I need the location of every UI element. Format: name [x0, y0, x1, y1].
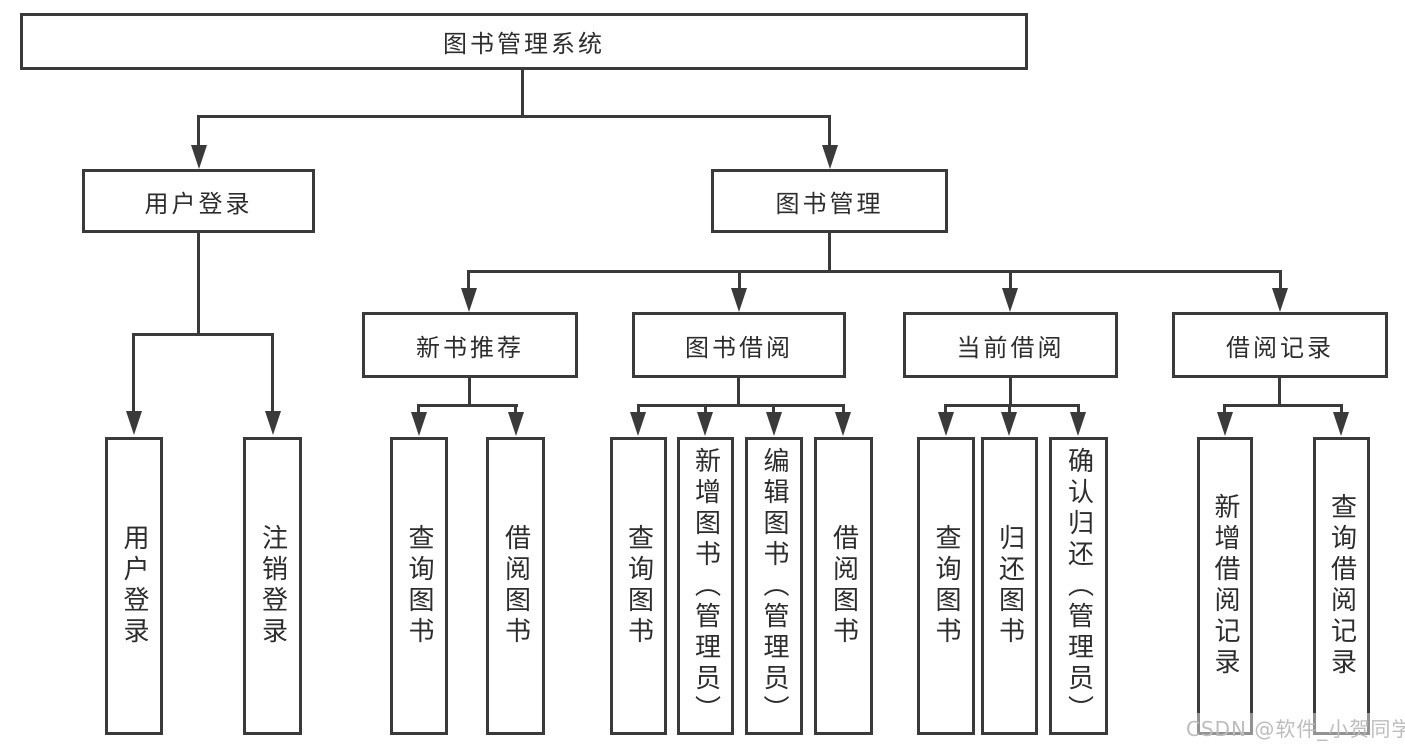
arrowhead — [1333, 412, 1349, 436]
arrowhead — [1272, 288, 1288, 312]
arrowhead — [766, 412, 782, 436]
leaf-return-book: 归还图书 — [981, 437, 1038, 735]
arrowhead — [1002, 288, 1018, 312]
leaf-confirm-return-admin: 确认归还（管理员） — [1049, 437, 1108, 735]
vertical-line — [1278, 378, 1281, 407]
leaf-logout: 注销登录 — [243, 437, 302, 735]
node-new-book-recommend: 新书推荐 — [362, 312, 578, 378]
vertical-line — [1009, 378, 1012, 407]
stub — [514, 404, 517, 414]
stub — [1077, 404, 1080, 414]
stub — [1279, 270, 1282, 290]
stub — [772, 404, 775, 414]
arrowhead — [126, 411, 142, 435]
arrowhead — [508, 412, 524, 436]
stub — [1009, 270, 1012, 290]
leaf-user-login: 用户登录 — [105, 437, 163, 735]
node-user-login: 用户登录 — [82, 169, 315, 233]
horizontal-line — [1223, 404, 1343, 407]
arrowhead — [630, 412, 646, 436]
user-login-vertical-line — [197, 233, 200, 336]
stub — [944, 404, 947, 414]
stub — [1340, 404, 1343, 414]
node-library-system: 图书管理系统 — [20, 13, 1028, 70]
root-vertical-line — [521, 70, 524, 117]
stub — [637, 404, 640, 414]
leaf-query-books-borrow: 查询图书 — [610, 437, 667, 735]
arrowhead — [265, 411, 281, 435]
vertical-line — [737, 378, 740, 407]
horizontal-line — [637, 404, 845, 407]
horizontal-line — [944, 404, 1080, 407]
book-mgmt-vertical-line — [828, 233, 831, 273]
arrowhead — [822, 145, 838, 169]
arrowhead — [461, 288, 477, 312]
arrowhead — [835, 412, 851, 436]
stub — [417, 404, 420, 414]
arrowhead — [731, 288, 747, 312]
root-left-stub — [197, 115, 200, 147]
root-right-stub — [828, 115, 831, 147]
leaf-query-borrow-record: 查询借阅记录 — [1313, 437, 1370, 735]
leaf-edit-book-admin: 编辑图书（管理员） — [745, 437, 803, 735]
arrowhead — [411, 412, 427, 436]
stub — [704, 404, 707, 414]
leaf-borrow-books-recommend: 借阅图书 — [486, 437, 545, 735]
leaf-borrow-books: 借阅图书 — [814, 437, 873, 735]
stub — [271, 333, 274, 413]
watermark: CSDN @软件_小贺同学 — [1186, 713, 1405, 742]
node-current-borrow: 当前借阅 — [903, 312, 1118, 378]
arrowhead — [1217, 412, 1233, 436]
arrowhead — [1001, 412, 1017, 436]
stub — [842, 404, 845, 414]
user-login-horizontal-line — [132, 333, 274, 336]
stub — [132, 333, 135, 413]
book-mgmt-horizontal-line — [467, 270, 1282, 273]
leaf-add-borrow-record: 新增借阅记录 — [1197, 437, 1253, 735]
leaf-query-books-current: 查询图书 — [917, 437, 975, 735]
stub — [738, 270, 741, 290]
horizontal-line — [417, 404, 518, 407]
root-horizontal-line — [197, 115, 831, 118]
arrowhead — [938, 412, 954, 436]
arrowhead — [697, 412, 713, 436]
stub — [467, 270, 470, 290]
node-borrow-records: 借阅记录 — [1172, 312, 1388, 378]
vertical-line — [468, 378, 471, 407]
arrowhead — [1070, 412, 1086, 436]
arrowhead — [191, 145, 207, 169]
stub — [1223, 404, 1226, 414]
node-book-borrow: 图书借阅 — [632, 312, 846, 378]
leaf-query-books-recommend: 查询图书 — [390, 437, 448, 735]
stub — [1008, 404, 1011, 414]
leaf-add-book-admin: 新增图书（管理员） — [677, 437, 734, 735]
node-book-management: 图书管理 — [711, 169, 948, 233]
